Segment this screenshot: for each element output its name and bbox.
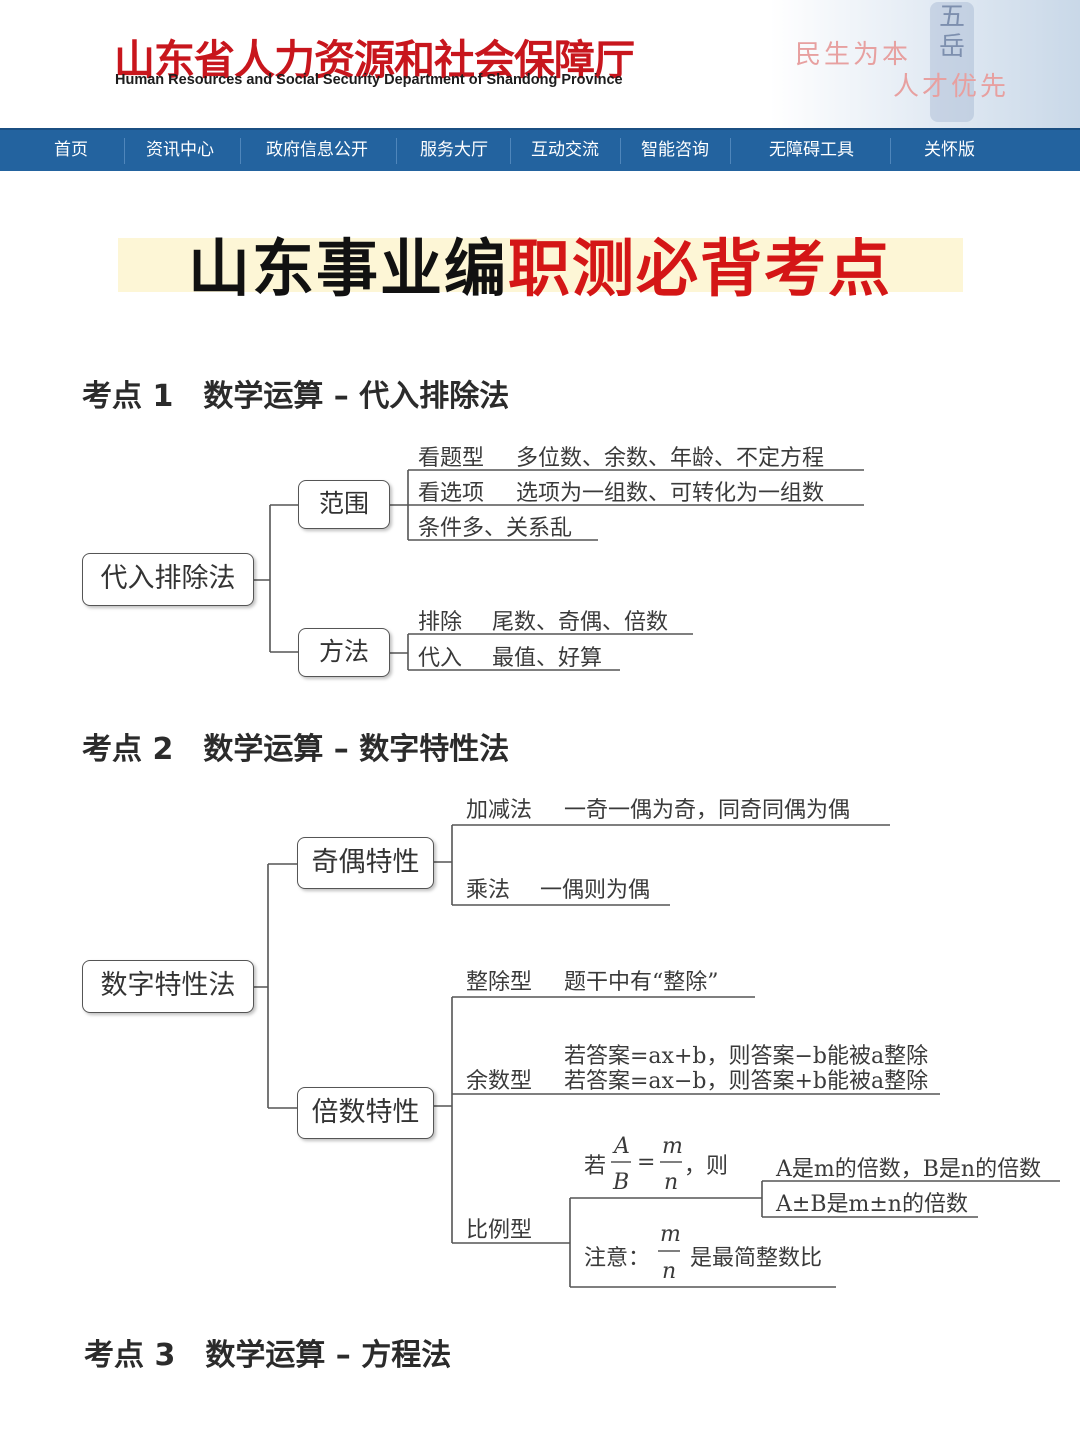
ratio-if: 若 [584, 1154, 607, 1179]
nav-item-smart-consult[interactable]: 智能咨询 [641, 140, 709, 160]
leaf-text: 条件多、关系乱 [418, 516, 573, 541]
ratio-numerator-m: m [662, 1134, 683, 1159]
nav-item-interaction[interactable]: 互动交流 [531, 140, 599, 160]
ratio-then: ，则 [684, 1154, 729, 1179]
leaf-key: 余数型 [466, 1069, 533, 1094]
page-title-part2: 职测必背考点 [508, 232, 893, 305]
section-3-title: 考点 3 数学运算 – 方程法 [84, 1338, 452, 1373]
note-prefix: 注意： [584, 1246, 651, 1271]
leaf-value: 若答案=ax+b，则答案−b能被a整除 [564, 1044, 929, 1069]
site-header: 五岳 民生为本 人才优先 山东省人力资源和社会保障厅 Human Resourc… [0, 0, 1080, 128]
section-1-title: 考点 1 数学运算 – 代入排除法 [82, 379, 510, 414]
nav-item-accessibility[interactable]: 无障碍工具 [769, 140, 854, 160]
leaf-value: 最值、好算 [492, 646, 603, 671]
ratio-result-1: A是m的倍数，B是n的倍数 [776, 1157, 1042, 1182]
nav-separator [396, 138, 397, 164]
note-denominator-n: n [662, 1259, 677, 1284]
title-highlight [118, 238, 963, 292]
mindmap-root-node: 数字特性法 [82, 960, 254, 1013]
ratio-denominator-b: B [613, 1170, 630, 1195]
leaf-key: 排除 [418, 610, 463, 635]
nav-separator [510, 138, 511, 164]
banner-artwork [770, 0, 1080, 128]
page-title: 山东事业编职测必背考点 [0, 218, 1080, 308]
nav-item-service-hall[interactable]: 服务大厅 [420, 140, 488, 160]
nav-separator [124, 138, 125, 164]
leaf-key: 比例型 [466, 1218, 533, 1243]
site-title[interactable]: 山东省人力资源和社会保障厅 [114, 36, 635, 84]
nav-item-home[interactable]: 首页 [54, 140, 88, 160]
slogan-line-2: 人才优先 [893, 72, 1010, 102]
nav-separator [620, 138, 621, 164]
nav-item-care-version[interactable]: 关怀版 [924, 140, 975, 160]
leaf-key: 看题型 [418, 446, 485, 471]
equals-sign: = [637, 1150, 656, 1175]
leaf-value: 多位数、余数、年龄、不定方程 [516, 446, 825, 471]
nav-item-gov-info[interactable]: 政府信息公开 [266, 140, 368, 160]
nav-separator [240, 138, 241, 164]
mindmap-branch-node: 倍数特性 [297, 1087, 434, 1139]
note-numerator-m: m [660, 1222, 681, 1247]
leaf-value: 一奇一偶为奇，同奇同偶为偶 [564, 798, 851, 823]
leaf-value: 题干中有“整除” [564, 970, 719, 995]
leaf-key: 加减法 [466, 798, 533, 823]
nav-separator [730, 138, 731, 164]
ratio-denominator-n: n [664, 1170, 679, 1195]
page-title-part1: 山东事业编 [187, 232, 508, 305]
mindmap-branch-node: 范围 [298, 480, 390, 529]
mindmap-root-node: 代入排除法 [82, 553, 254, 606]
leaf-value: 选项为一组数、可转化为一组数 [516, 481, 825, 506]
ratio-result-2: A±B是m±n的倍数 [776, 1192, 968, 1217]
mindmap-branch-node: 方法 [298, 628, 390, 677]
ratio-numerator-a: A [614, 1134, 630, 1159]
mindmap-branch-node: 奇偶特性 [297, 837, 434, 889]
leaf-key: 代入 [418, 646, 463, 671]
leaf-value: 一偶则为偶 [540, 878, 651, 903]
leaf-key: 乘法 [466, 878, 511, 903]
mountain-seal-icon: 五岳 [930, 2, 974, 122]
note-suffix: 是最简整数比 [690, 1246, 823, 1271]
leaf-key: 整除型 [466, 970, 533, 995]
site-subtitle: Human Resources and Social Security Depa… [115, 72, 623, 88]
leaf-value: 若答案=ax−b，则答案+b能被a整除 [564, 1069, 929, 1094]
leaf-value: 尾数、奇偶、倍数 [492, 610, 669, 635]
leaf-key: 看选项 [418, 481, 485, 506]
nav-separator [890, 138, 891, 164]
slogan-line-1: 民生为本 [795, 40, 912, 70]
main-nav: 首页 资讯中心 政府信息公开 服务大厅 互动交流 智能咨询 无障碍工具 关怀版 [0, 128, 1080, 171]
section-2-title: 考点 2 数学运算 – 数字特性法 [82, 732, 510, 767]
nav-item-news[interactable]: 资讯中心 [146, 140, 214, 160]
